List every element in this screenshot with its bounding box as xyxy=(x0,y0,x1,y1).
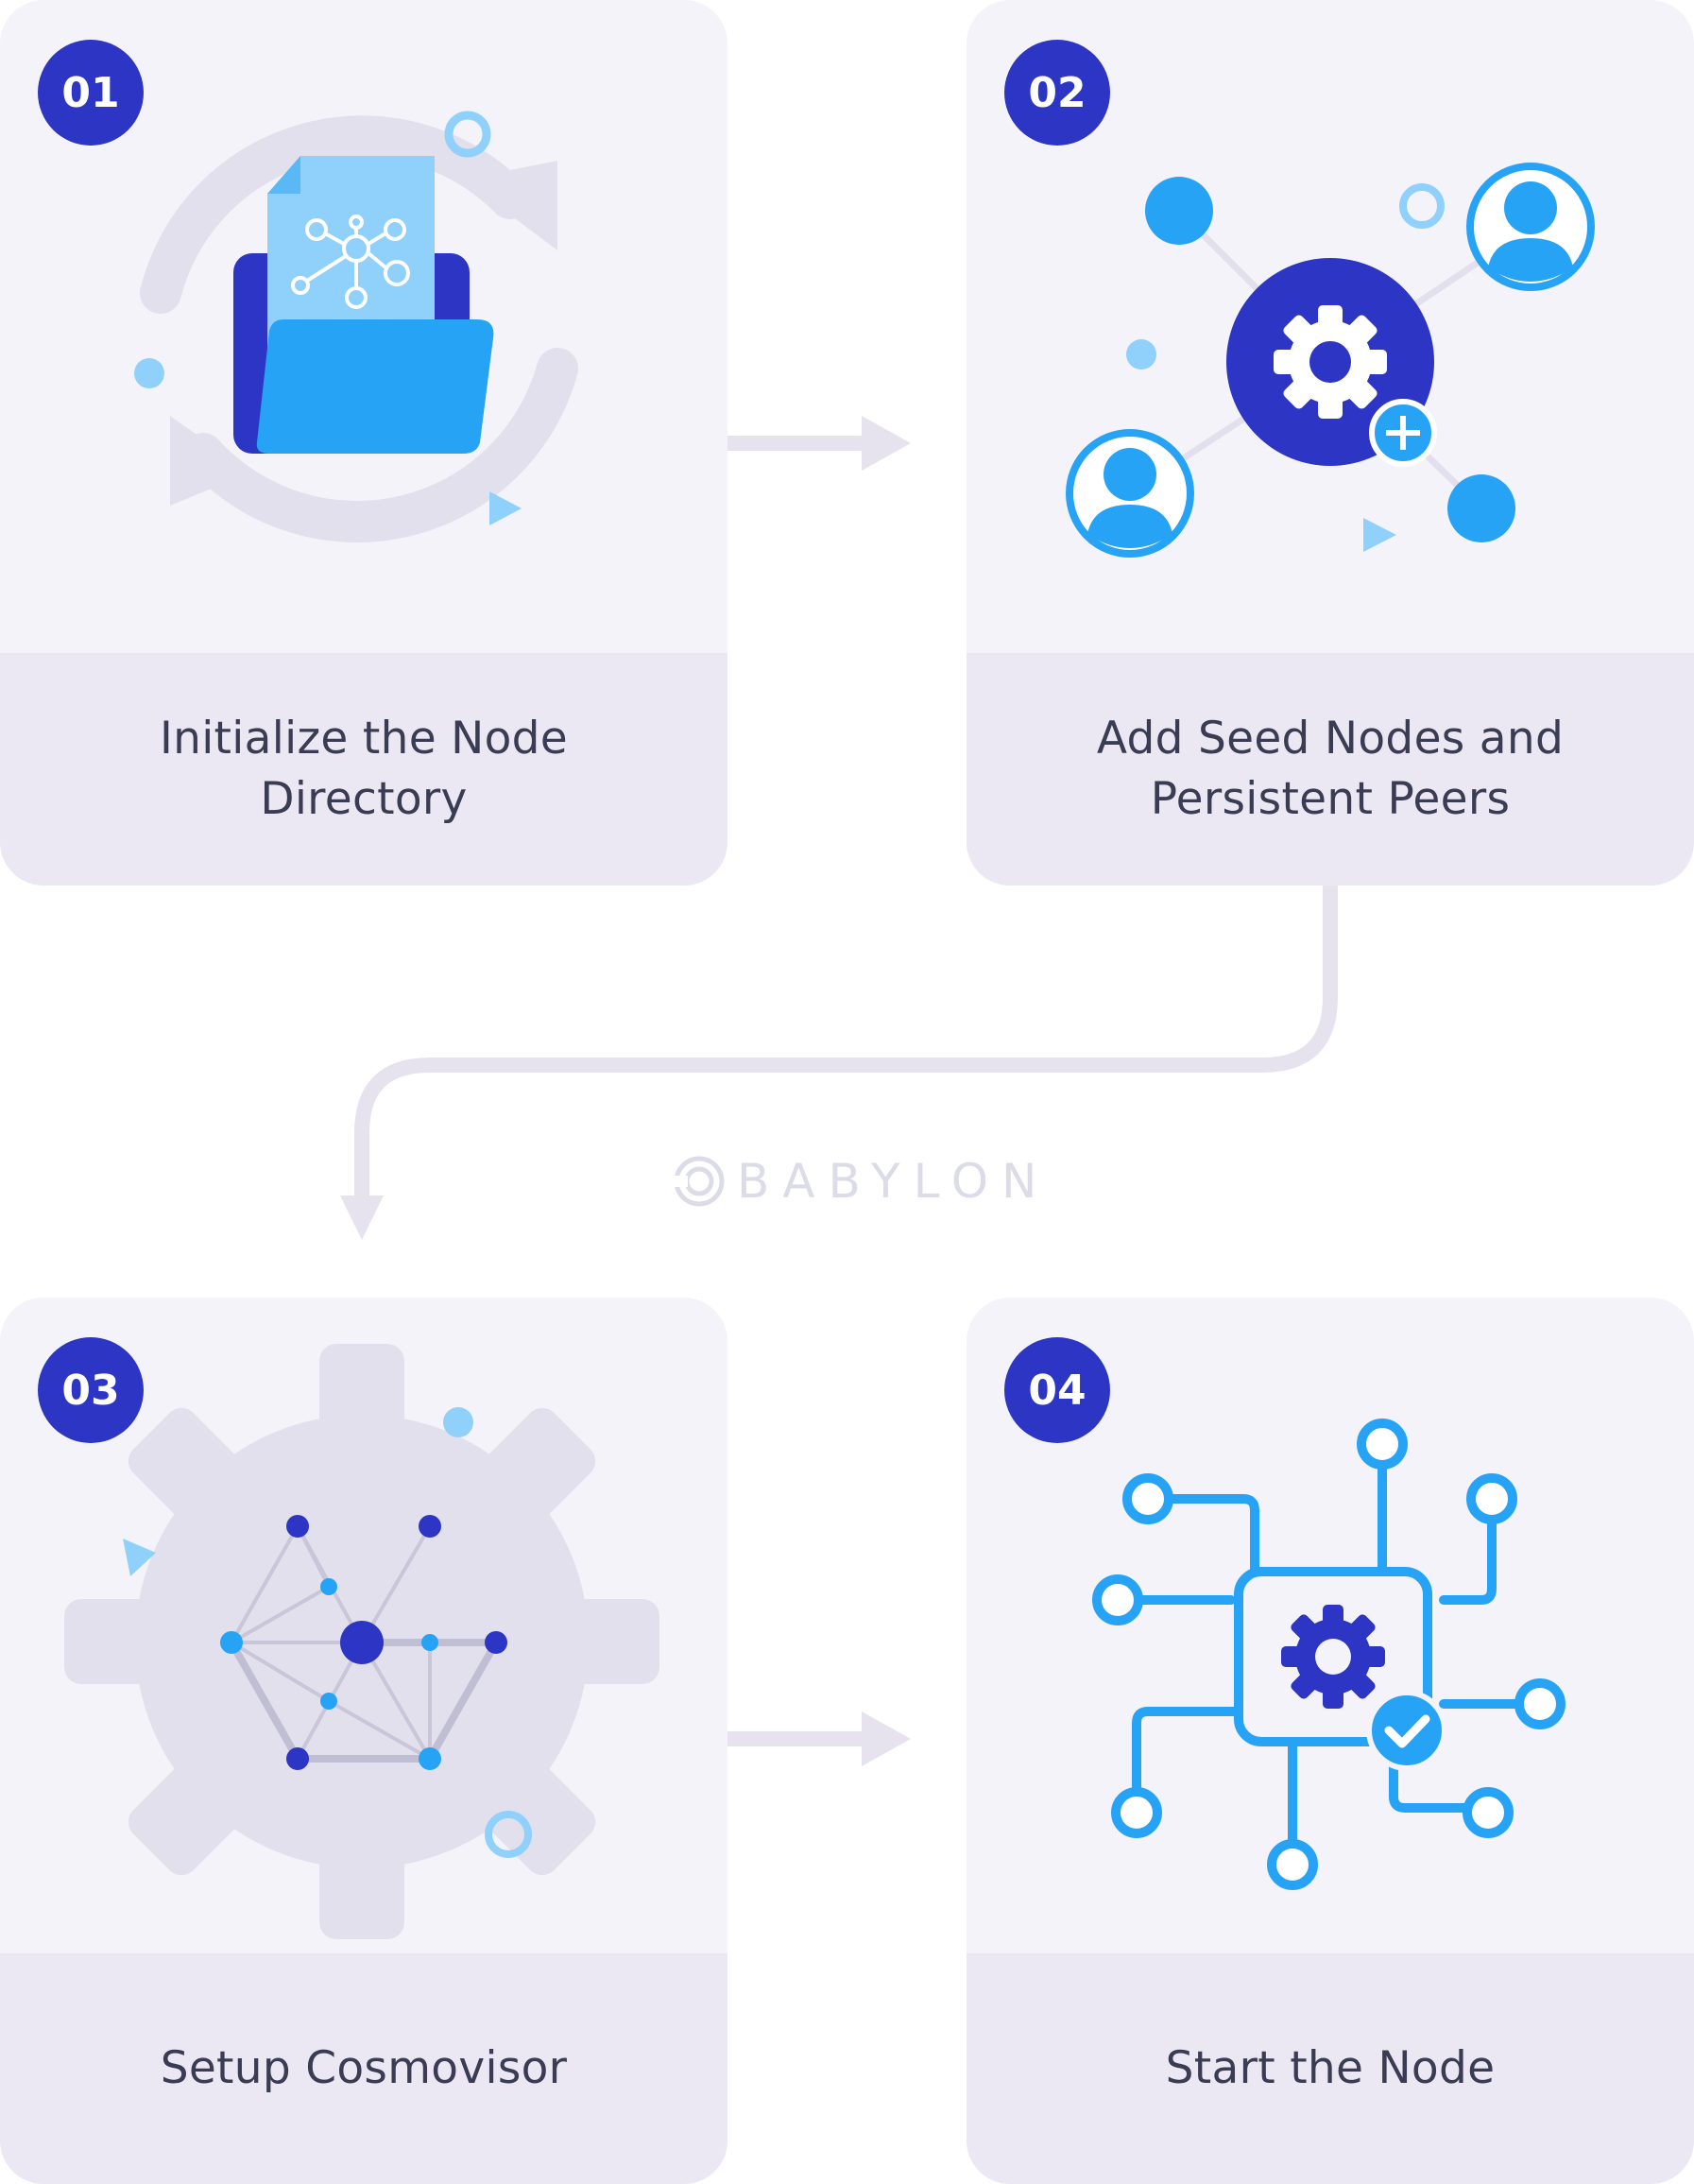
gear-network-peers-icon xyxy=(1066,163,1595,558)
step-label-area: Setup Cosmovisor xyxy=(0,1953,727,2184)
folder-network-icon xyxy=(134,111,578,542)
step-label: Start the Node xyxy=(1165,2042,1496,2094)
step-card-3: 03 Setup Cosmovisor xyxy=(0,1298,727,2184)
arrow-3-to-4 xyxy=(727,1711,911,1766)
peer-avatar-icon xyxy=(1466,163,1595,291)
step-label: Add Seed Nodes and Persistent Peers xyxy=(1096,713,1565,825)
step-badge: 04 xyxy=(1004,1337,1110,1443)
babylon-logo-icon xyxy=(673,1156,725,1207)
step-label: Setup Cosmovisor xyxy=(160,2042,568,2094)
step-label-area: Start the Node xyxy=(967,1953,1694,2184)
arrow-1-to-2 xyxy=(727,416,911,471)
watermark-text: BABYLON xyxy=(737,1154,1051,1209)
step-label: Initialize the Node Directory xyxy=(159,713,569,825)
babylon-watermark: BABYLON xyxy=(673,1154,1051,1209)
plus-icon xyxy=(1369,399,1437,467)
step-card-1: 01 Initialize the Node Directory xyxy=(0,0,727,886)
chip-circuit-check-icon xyxy=(1092,1419,1566,1890)
arrow-2-to-3 xyxy=(354,886,1338,1200)
step-badge: 01 xyxy=(38,40,144,146)
step-badge: 02 xyxy=(1004,40,1110,146)
peer-avatar-icon xyxy=(1066,429,1194,558)
step-label-area: Initialize the Node Directory xyxy=(0,653,727,886)
step-badge: 03 xyxy=(38,1337,144,1443)
step-card-2: 02 Add Seed Nodes and Persistent Peers xyxy=(967,0,1694,886)
step-card-4: 04 Start the Node xyxy=(967,1298,1694,2184)
step-label-area: Add Seed Nodes and Persistent Peers xyxy=(967,653,1694,886)
arrow-2-to-3-head xyxy=(340,1195,384,1240)
check-icon xyxy=(1366,1690,1447,1771)
gear-network-icon xyxy=(64,1344,659,1939)
